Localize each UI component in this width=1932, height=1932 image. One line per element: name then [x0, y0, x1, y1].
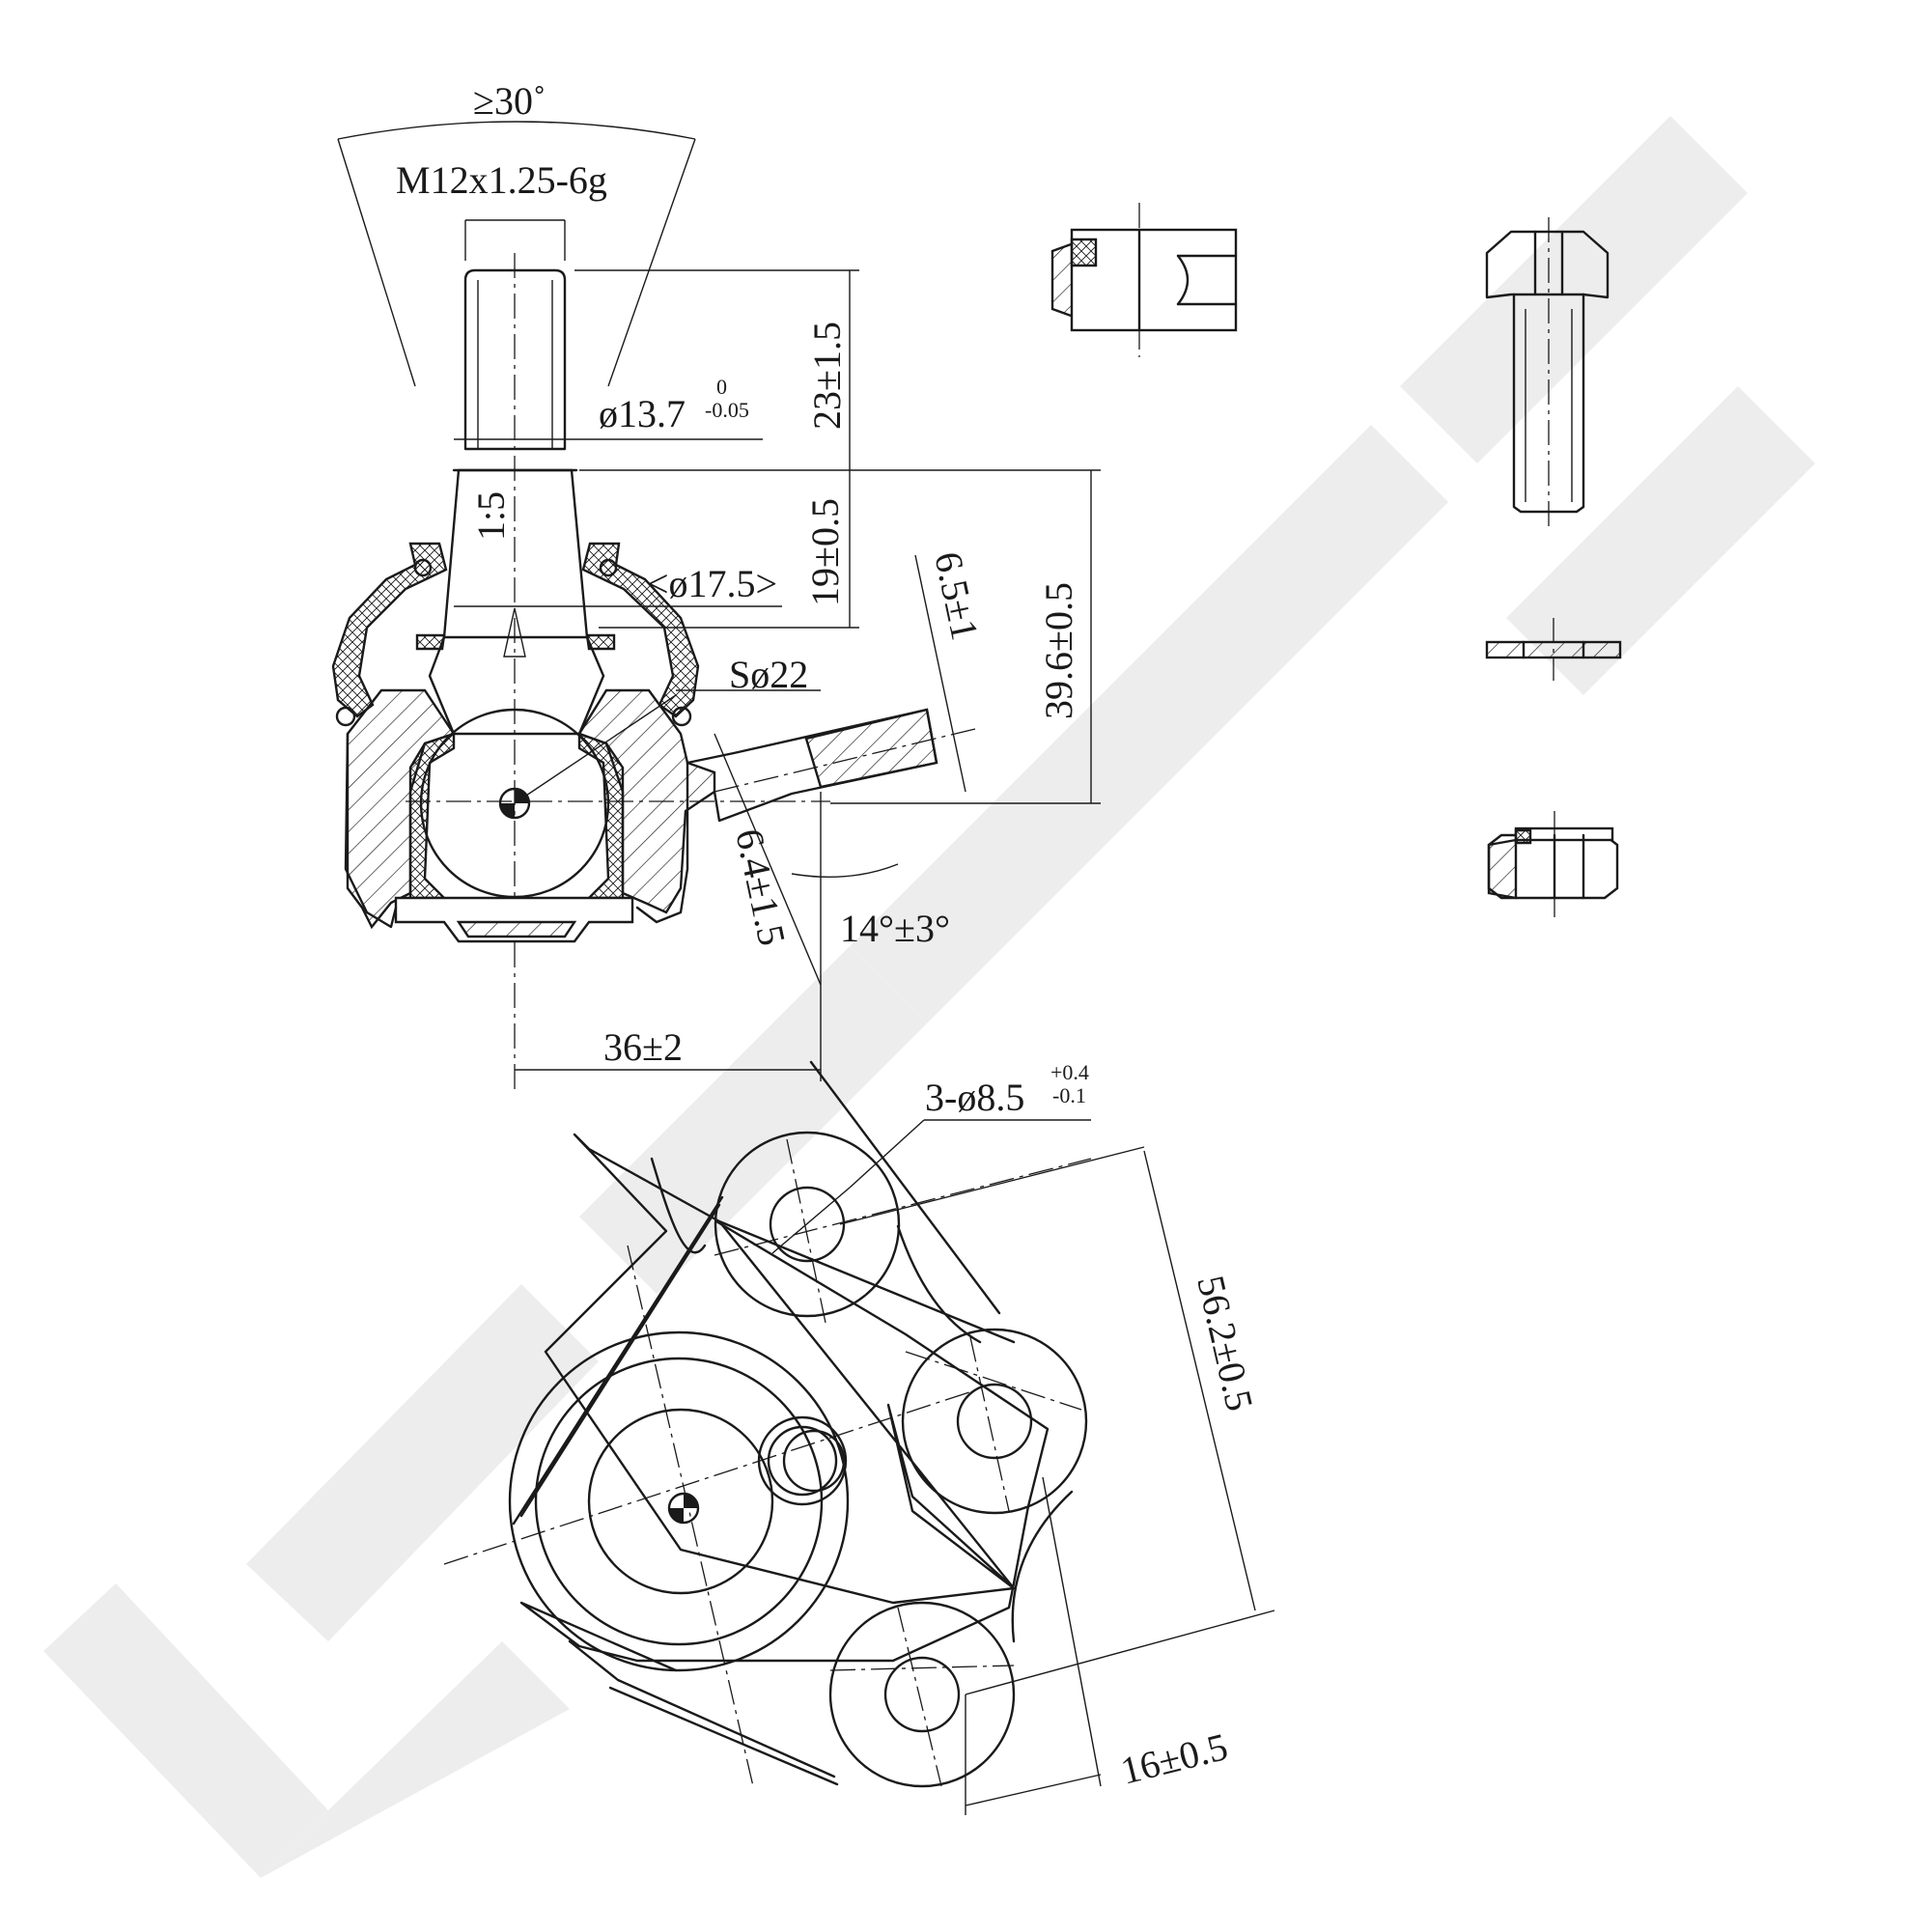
taper-diameter-label: <ø17.5>: [647, 562, 777, 605]
flange-dimension-lines: [771, 1119, 1275, 1815]
arm-offset-label: 6.4±1.5: [727, 826, 794, 950]
lock-nut-small: [1487, 811, 1619, 922]
taper-ratio-label: 1:5: [469, 491, 513, 541]
hole-spacing-label: 56.2±0.5: [1189, 1272, 1262, 1414]
brand-watermark-logo: [43, 116, 1815, 1878]
hole-offset-label: 16±0.5: [1116, 1724, 1232, 1793]
arm-angle-label: 14°±3°: [840, 907, 950, 950]
angle-min-label: ≥30˚: [473, 79, 546, 123]
pin-diameter-label: ø13.7: [599, 392, 686, 435]
holes-tol-lower: -0.1: [1052, 1083, 1086, 1107]
side-view-dimension-lines: [337, 121, 1101, 1081]
total-height-label: 39.6±0.5: [1037, 582, 1080, 719]
washer: [1485, 618, 1622, 681]
taper-length-label: 19±0.5: [803, 498, 847, 606]
hex-bolt: [1485, 217, 1610, 526]
pin-diameter-tol-upper: 0: [716, 375, 727, 399]
arm-length-label: 36±2: [603, 1025, 683, 1069]
side-section-view: [331, 253, 976, 1091]
holes-spec-label: 3-ø8.5: [925, 1076, 1024, 1119]
lock-nut-large: [1050, 203, 1238, 357]
thread-length-label: 23±1.5: [805, 322, 849, 430]
flange-bottom-view: [443, 1060, 1092, 1788]
thread-spec-label: M12x1.25-6g: [396, 158, 607, 202]
pin-diameter-tol-lower: -0.05: [705, 398, 749, 422]
holes-tol-upper: +0.4: [1050, 1060, 1089, 1084]
arm-width-label: 6.5±1: [926, 548, 987, 644]
ball-diameter-label: Sø22: [729, 653, 808, 696]
